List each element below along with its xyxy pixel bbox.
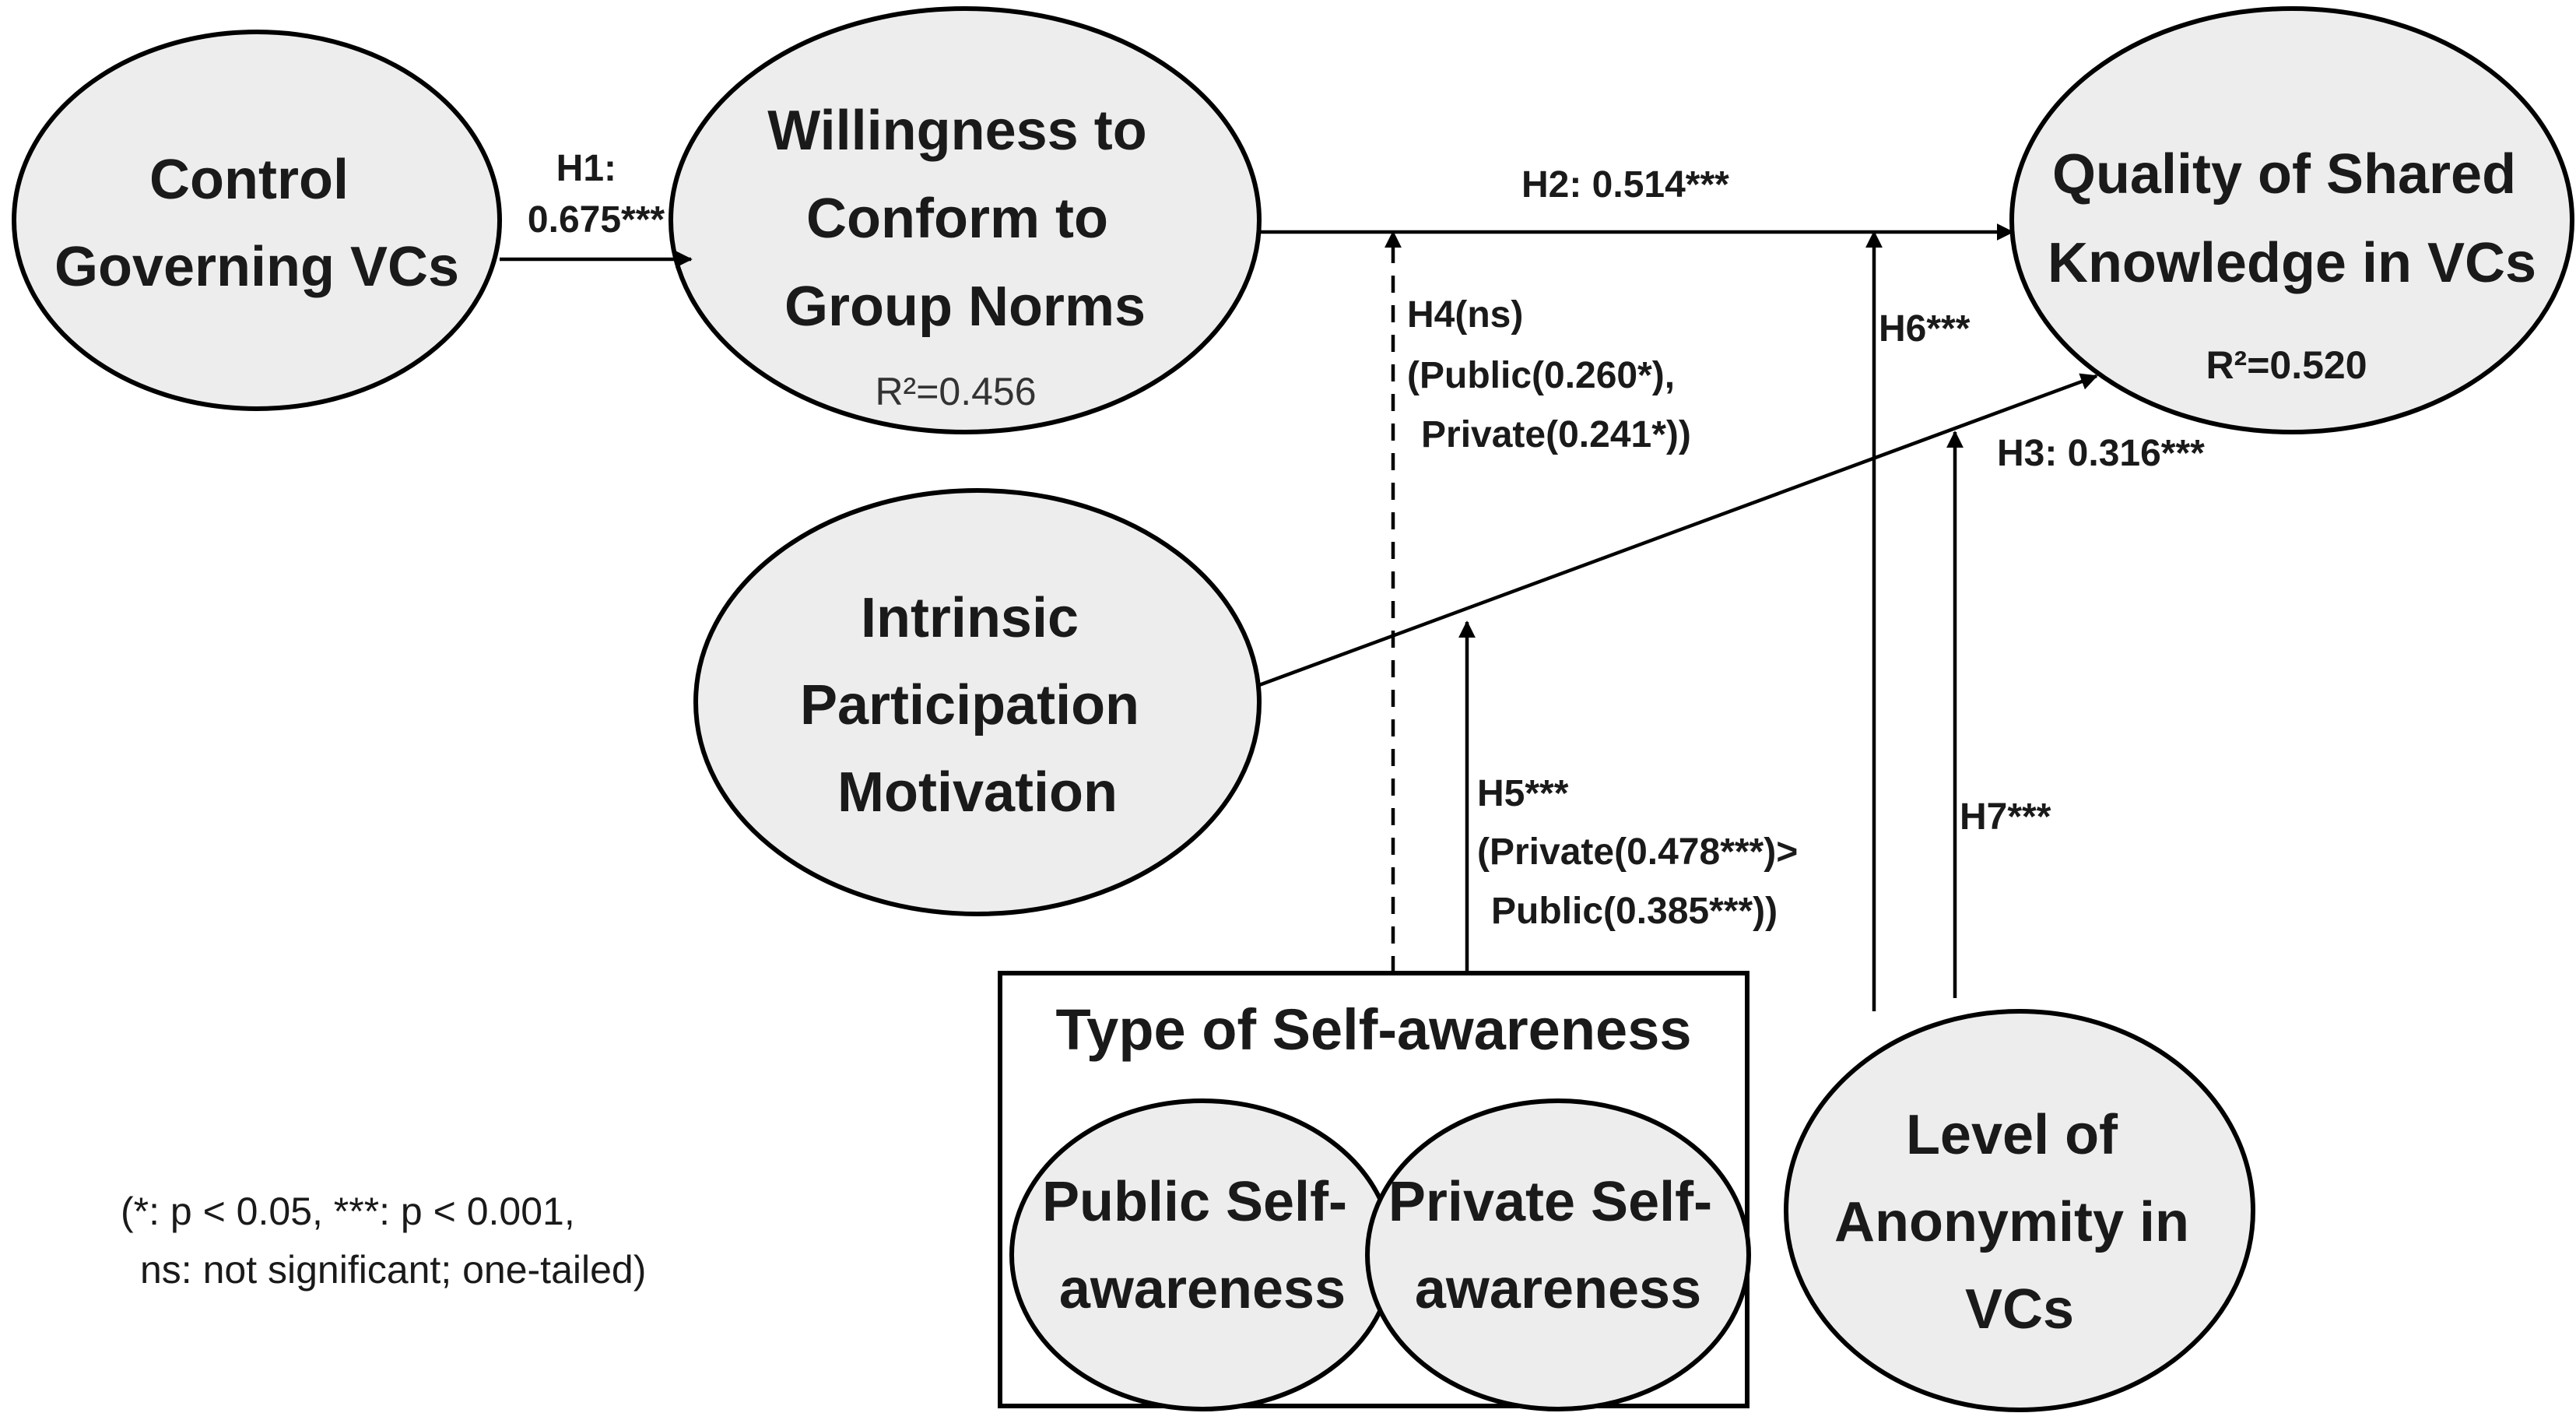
node-control-line-1: Control	[149, 149, 349, 211]
node-private-self-awareness	[1365, 1098, 1751, 1411]
node-anonymity-label: Level of Anonymity in VCs	[1834, 1104, 2205, 1341]
node-private-line-1: Private Self-	[1388, 1171, 1712, 1233]
path-h4-line-3: Private(0.241*))	[1421, 414, 1691, 455]
node-quality-line-1: Quality of Shared	[2052, 143, 2516, 206]
path-label-h2: H2: 0.514***	[1521, 164, 1729, 206]
arrow-h3	[1258, 373, 2098, 687]
path-label-h6: H6***	[1879, 308, 1971, 350]
node-private-label: Private Self- awareness	[1388, 1171, 1728, 1320]
node-anonymity-line-1: Level of	[1906, 1104, 2118, 1166]
node-public-line-1: Public Self-	[1042, 1171, 1347, 1233]
node-willingness-line-2: Conform to	[806, 188, 1108, 250]
path-h5-line-2: (Private(0.478***)>	[1477, 831, 1798, 873]
path-h5-line-3: Public(0.385***))	[1491, 891, 1778, 932]
path-h1-line-2: 0.675***	[528, 199, 665, 241]
node-willingness-label: Willingness to Conform to Group Norms	[767, 100, 1162, 338]
node-control-line-2: Governing VCs	[54, 236, 459, 298]
node-intrinsic-line-1: Intrinsic	[861, 587, 1079, 649]
node-public-label: Public Self- awareness	[1042, 1171, 1363, 1320]
node-intrinsic-label: Intrinsic Participation Motivation	[800, 587, 1155, 824]
path-h5-line-1: H5***	[1477, 773, 1569, 814]
node-intrinsic-line-3: Motivation	[837, 761, 1118, 824]
node-anonymity-line-2: Anonymity in	[1834, 1191, 2189, 1253]
path-label-h4: H4(ns) (Public(0.260*), Private(0.241*))	[1407, 294, 1691, 455]
path-h4-line-1: H4(ns)	[1407, 294, 1523, 336]
node-quality-label: Quality of Shared Knowledge in VCs	[2048, 143, 2536, 294]
node-control-governing-vcs	[12, 30, 502, 411]
node-anonymity-line-3: VCs	[1965, 1278, 2074, 1341]
node-willingness-r2: R²=0.456	[875, 370, 1036, 413]
path-label-h5: H5*** (Private(0.478***)> Public(0.385**…	[1477, 773, 1809, 932]
node-public-line-2: awareness	[1059, 1258, 1346, 1320]
significance-note-line-1: (*: p < 0.05, ***: p < 0.001,	[121, 1190, 575, 1233]
significance-note: (*: p < 0.05, ***: p < 0.001, ns: not si…	[121, 1190, 646, 1292]
node-willingness-to-conform	[669, 6, 1262, 434]
node-level-of-anonymity	[1784, 1009, 2255, 1412]
path-h1-line-1: H1:	[556, 148, 616, 189]
node-intrinsic-motivation	[693, 488, 1262, 916]
node-willingness-line-1: Willingness to	[767, 100, 1146, 162]
node-quality-r2: R²=0.520	[2206, 343, 2367, 387]
node-public-self-awareness	[1009, 1098, 1395, 1411]
path-h4-line-2: (Public(0.260*),	[1407, 355, 1675, 396]
node-control-label: Control Governing VCs	[54, 149, 459, 298]
node-quality-line-2: Knowledge in VCs	[2048, 232, 2536, 294]
path-label-h3: H3: 0.316***	[1997, 433, 2205, 474]
significance-note-line-2: ns: not significant; one-tailed)	[140, 1248, 646, 1292]
node-private-line-2: awareness	[1415, 1258, 1701, 1320]
path-label-h7: H7***	[1960, 796, 2051, 838]
node-willingness-line-3: Group Norms	[784, 276, 1146, 338]
node-intrinsic-line-2: Participation	[800, 674, 1139, 736]
path-label-h1: H1: 0.675***	[528, 148, 665, 241]
node-quality-of-shared-knowledge	[2009, 6, 2574, 434]
self-awareness-box-title: Type of Self-awareness	[1055, 997, 1691, 1062]
